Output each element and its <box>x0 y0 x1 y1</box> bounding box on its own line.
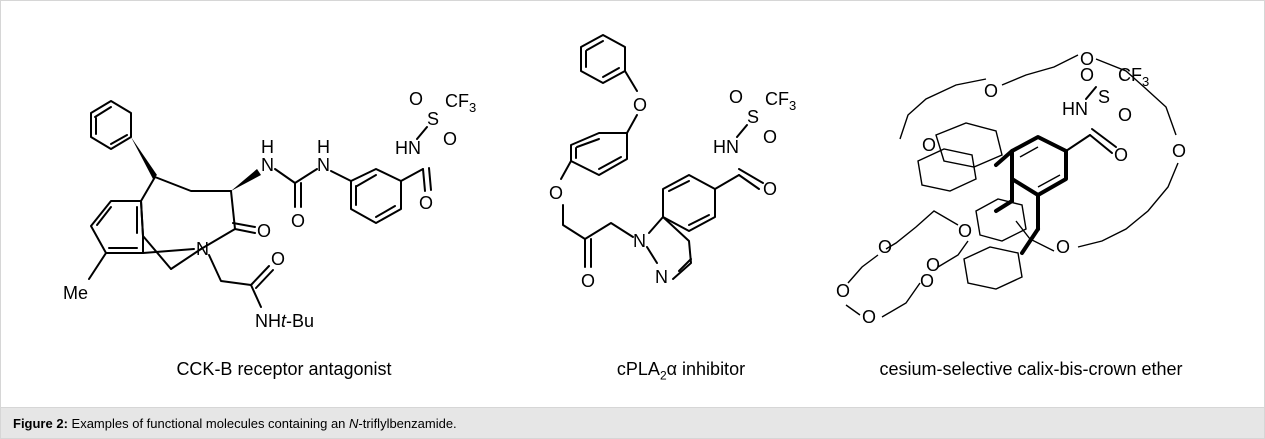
atom-h-urea2: H <box>317 137 330 157</box>
atom-o-urea: O <box>291 211 305 231</box>
caption-italic: N <box>349 416 359 431</box>
atom-cf3-2: CF3 <box>765 89 796 113</box>
molecule-label-calix: cesium-selective calix-bis-crown ether <box>879 359 1183 379</box>
atom-nh: NHt-Bu <box>255 311 314 331</box>
atom-n-urea2: N <box>317 155 330 175</box>
atom-o-ether1: O <box>633 95 647 115</box>
atom-o-sulfonyl2: O <box>443 129 457 149</box>
atom-n2-indazole: N <box>655 267 668 287</box>
atom-o-sulfonyl1: O <box>409 89 423 109</box>
molecule-label-cckb: CCK-B receptor antagonist <box>176 359 392 379</box>
atom-s2: S <box>747 107 759 127</box>
atom-hn: HN <box>395 138 421 158</box>
atom-o-crown-j: O <box>862 307 876 327</box>
atom-o-lactam: O <box>257 221 271 241</box>
atom-cf3: CF3 <box>445 91 476 115</box>
atom-s3: S <box>1098 87 1110 107</box>
atom-o-sulfonyl3: O <box>729 87 743 107</box>
atom-me: Me <box>63 283 88 303</box>
atom-o-carbonyl3: O <box>1114 145 1128 165</box>
atom-o-sulfonyl4: O <box>763 127 777 147</box>
figure-caption: Figure 2: Examples of functional molecul… <box>1 407 1264 438</box>
atom-o-ether2: O <box>549 183 563 203</box>
molecule-cckb-antagonist: O Me N O NHt-Bu N H O N H <box>63 89 476 331</box>
caption-text-end: -triflylbenzamide. <box>358 416 457 431</box>
atom-o-sulfonyl5: O <box>1080 65 1094 85</box>
atom-hn3: HN <box>1062 99 1088 119</box>
molecule-cpla2-inhibitor: O O O N N O HN S O O CF3 <box>549 34 796 291</box>
atom-o-crown-c: O <box>1172 141 1186 161</box>
atom-o-crown-b: O <box>1080 49 1094 69</box>
atom-o-crown-h: O <box>878 237 892 257</box>
atom-o-crown-i: O <box>836 281 850 301</box>
atom-o-crown-e: O <box>922 135 936 155</box>
atom-o-carbonyl2: O <box>763 179 777 199</box>
atom-s: S <box>427 109 439 129</box>
molecule-label-cpla2: cPLA2α inhibitor <box>616 359 746 383</box>
atom-o-crown-g: O <box>926 255 940 275</box>
atom-n1-indazole: N <box>633 231 646 251</box>
atom-o-crown-k: O <box>920 271 934 291</box>
atom-n-urea1: N <box>261 155 274 175</box>
atom-o-ketone: O <box>581 271 595 291</box>
atom-h-urea1: H <box>261 137 274 157</box>
caption-text: Examples of functional molecules contain… <box>67 416 350 431</box>
atom-n-ring: N <box>196 239 209 259</box>
atom-o-carbonyl: O <box>419 193 433 213</box>
atom-o-crown-d: O <box>1056 237 1070 257</box>
molecule-calix-bis-crown: O O O O O O O O O O O <box>836 49 1186 327</box>
atom-cf3-3: CF3 <box>1118 65 1149 89</box>
atom-hn2: HN <box>713 137 739 157</box>
caption-label: Figure 2: <box>13 416 68 431</box>
atom-o-crown-f: O <box>958 221 972 241</box>
atom-o-amide: O <box>271 249 285 269</box>
atom-o-crown-a: O <box>984 81 998 101</box>
atom-o-sulfonyl6: O <box>1118 105 1132 125</box>
